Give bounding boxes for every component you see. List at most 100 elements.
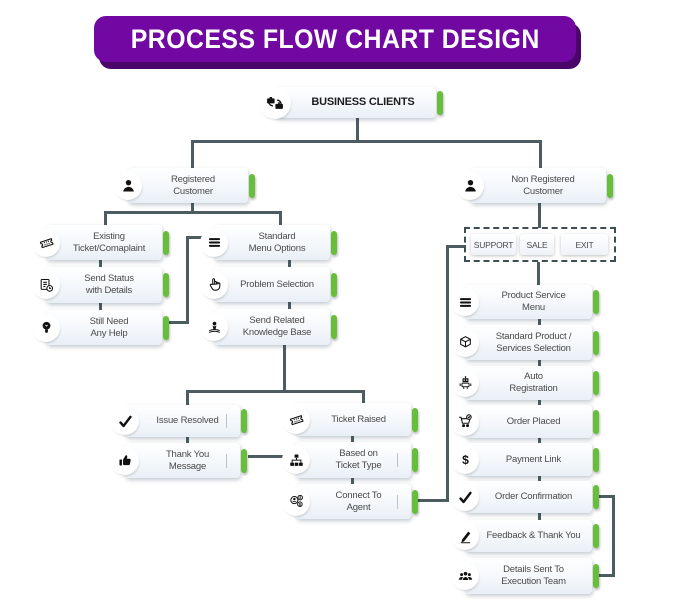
page-title: PROCESS FLOW CHART DESIGN — [130, 23, 540, 54]
title-banner: PROCESS FLOW CHART DESIGN — [94, 16, 576, 62]
accent-bar — [593, 371, 599, 395]
node-send-status: Send Status with Details — [34, 267, 169, 303]
accent-bar — [331, 315, 337, 339]
accent-bar — [437, 90, 443, 115]
node-label: Standard Menu Options — [248, 230, 306, 254]
connector-line — [538, 360, 541, 367]
accent-bar — [412, 489, 418, 514]
org-chart-icon — [284, 448, 308, 472]
node-label: Order Placed — [506, 415, 561, 427]
box-divider — [226, 414, 227, 428]
connector-line — [538, 319, 541, 326]
accent-bar — [412, 407, 418, 432]
node-existing-ticket: Existing Ticket/Comaplaint — [34, 225, 169, 260]
pen-icon — [453, 524, 477, 548]
connector-line — [538, 203, 541, 228]
connector-line — [191, 140, 194, 168]
pointer-hand-icon — [202, 272, 226, 297]
connector-line — [356, 118, 359, 143]
connector-line — [288, 260, 291, 268]
node-send-related-kb: Send Related Knowledge Base — [202, 309, 337, 345]
accent-bar — [412, 448, 418, 472]
accent-bar — [593, 290, 599, 314]
node-non-registered-customer: Non Registered Customer — [458, 168, 613, 203]
node-label: Existing Ticket/Comaplaint — [72, 230, 146, 254]
accent-bar — [241, 448, 247, 473]
node-details-sent-execution: Details Sent To Execution Team — [453, 558, 599, 594]
node-label: Feedback & Thank You — [486, 530, 581, 542]
node-label: Still Need Any Help — [89, 315, 129, 339]
node-business-clients: BUSINESS CLIENTS — [261, 87, 443, 118]
connector-line — [99, 260, 102, 268]
connector-line — [351, 478, 354, 485]
connector-line — [597, 574, 614, 577]
knowledge-base-icon — [202, 315, 226, 339]
accent-bar — [241, 409, 247, 433]
connector-line — [612, 495, 615, 577]
robot-icon — [453, 371, 477, 395]
team-icon — [453, 564, 477, 588]
thumbs-up-icon — [113, 448, 137, 473]
accent-bar — [331, 272, 337, 297]
node-label: Details Sent To Execution Team — [501, 564, 566, 587]
connector-line — [446, 245, 466, 248]
connector-line — [362, 390, 365, 404]
cart-icon — [453, 409, 477, 434]
accent-bar — [163, 273, 169, 297]
node-standard-menu-options: Standard Menu Options — [202, 225, 337, 260]
node-order-placed: Order Placed — [453, 405, 599, 438]
agents-icon: $ — [284, 489, 308, 514]
connector-line — [167, 321, 189, 324]
node-ticket-raised: Ticket Raised — [284, 403, 418, 436]
node-based-on-ticket-type: Based on Ticket Type — [284, 442, 418, 478]
node-product-service-menu: Product Service Menu — [453, 285, 599, 319]
connector-line — [538, 513, 541, 521]
node-label: Problem Selection — [240, 278, 314, 290]
accent-bar — [593, 524, 599, 548]
connector-line — [186, 236, 214, 239]
node-label: Connect To Agent — [335, 489, 382, 513]
connector-line — [417, 499, 448, 502]
connector-line — [538, 438, 541, 444]
box-divider — [397, 453, 398, 467]
node-label: Order Confirmation — [494, 491, 573, 503]
node-label: Thank You Message — [165, 448, 210, 472]
connector-line — [351, 436, 354, 443]
accent-bar — [593, 330, 599, 355]
connector-line — [104, 211, 107, 226]
connector-line — [537, 262, 540, 286]
status-doc-icon — [34, 273, 58, 297]
accent-bar — [593, 409, 599, 434]
connector-line — [186, 390, 365, 393]
node-standard-product-selection: Standard Product / Services Selection — [453, 325, 599, 360]
node-issue-resolved: Issue Resolved — [113, 405, 247, 437]
connector-line — [186, 236, 189, 323]
node-feedback-thank-you: Feedback & Thank You — [453, 520, 599, 552]
node-thank-you-message: Thank You Message — [113, 443, 247, 478]
branch-option-sale: SALE — [520, 234, 554, 255]
check-icon — [453, 485, 477, 509]
accent-bar — [249, 173, 255, 198]
node-label: Non Registered Customer — [511, 173, 575, 197]
svg-text:$: $ — [298, 502, 301, 507]
node-label: Ticket Raised — [331, 413, 386, 425]
node-label: Send Status with Details — [84, 273, 134, 296]
person-icon — [116, 173, 140, 198]
node-label: Issue Resolved — [156, 415, 219, 427]
briefcase-sync-icon — [261, 88, 289, 117]
node-problem-selection: Problem Selection — [202, 267, 337, 302]
connector-line — [99, 303, 102, 311]
node-label: Based on Ticket Type — [335, 448, 382, 471]
node-auto-registration: Auto Registration — [453, 366, 599, 400]
ticket-icon — [34, 230, 58, 255]
connector-line — [283, 345, 286, 392]
cube-icon — [453, 330, 477, 355]
node-still-need-help: Still Need Any Help — [34, 310, 169, 345]
person-icon — [458, 173, 482, 198]
box-divider — [397, 494, 398, 509]
node-label: Auto Registration — [509, 371, 558, 394]
connector-line — [538, 400, 541, 406]
node-label: Product Service Menu — [501, 290, 566, 313]
node-label: Standard Product / Services Selection — [495, 330, 572, 354]
